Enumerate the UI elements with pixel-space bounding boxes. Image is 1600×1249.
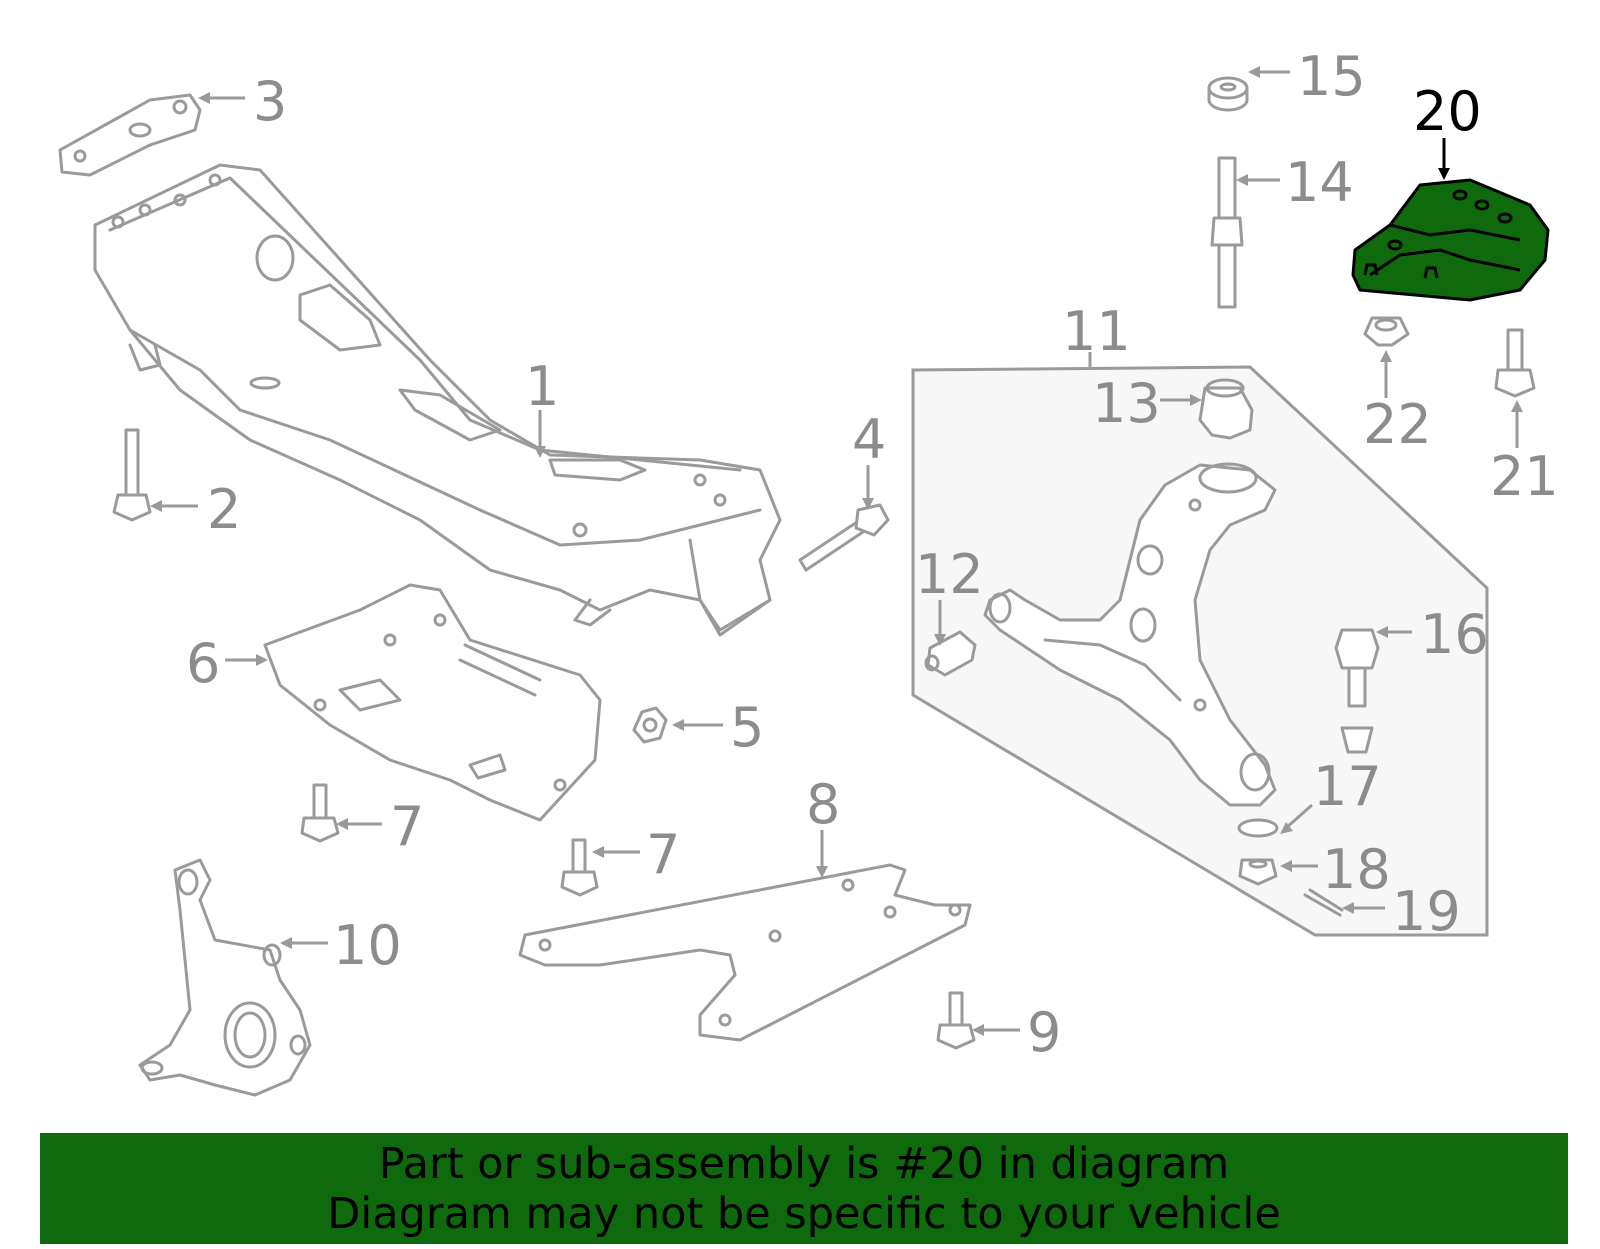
callout-19: 19 xyxy=(1392,880,1461,943)
callout-15: 15 xyxy=(1297,45,1366,108)
part-10-knuckle xyxy=(138,858,312,1097)
callout-10: 10 xyxy=(333,914,402,977)
part-16-ball-joint xyxy=(1334,628,1380,754)
part-1-crossmember xyxy=(93,163,782,637)
callout-1: 1 xyxy=(525,355,559,418)
callout-12: 12 xyxy=(915,543,984,606)
callout-16: 16 xyxy=(1420,603,1489,666)
callout-labels: 3 1 2 4 6 5 7 7 8 9 10 11 12 13 14 15 16… xyxy=(186,45,1559,1064)
part-12-bushing xyxy=(924,630,977,677)
callout-14: 14 xyxy=(1285,151,1354,214)
part-11-control-arm xyxy=(983,462,1277,807)
part-3-plate xyxy=(58,93,202,177)
callout-3: 3 xyxy=(253,70,287,133)
part-7-bolt-a xyxy=(300,783,340,843)
part-14-stud xyxy=(1210,156,1244,309)
footer-line-1: Part or sub-assembly is #20 in diagram xyxy=(378,1139,1230,1189)
part-5-nut xyxy=(632,706,668,744)
part-20-highlighted xyxy=(1351,178,1550,302)
footer-line-2: Diagram may not be specific to your vehi… xyxy=(327,1189,1281,1239)
callout-9: 9 xyxy=(1027,1001,1061,1064)
part-6-shield xyxy=(263,583,602,822)
part-18-nut xyxy=(1238,858,1278,886)
part-19-cotter-pin xyxy=(1303,888,1344,917)
callout-8: 8 xyxy=(806,773,840,836)
callout-18: 18 xyxy=(1322,838,1391,901)
callout-2: 2 xyxy=(207,478,241,541)
callout-4: 4 xyxy=(852,408,886,471)
part-2-bolt xyxy=(112,428,152,522)
callout-6: 6 xyxy=(186,632,220,695)
part-13-bushing xyxy=(1198,378,1254,440)
callout-7a: 7 xyxy=(390,795,424,858)
callout-20: 20 xyxy=(1413,80,1482,143)
callout-21: 21 xyxy=(1490,445,1559,508)
footer-banner: Part or sub-assembly is #20 in diagram D… xyxy=(40,1133,1568,1244)
callout-7b: 7 xyxy=(646,823,680,886)
part-8-brace xyxy=(518,863,972,1042)
part-9-bolt xyxy=(936,991,976,1050)
part-15-washer xyxy=(1207,76,1249,112)
callout-13: 13 xyxy=(1092,372,1161,435)
callout-11: 11 xyxy=(1062,300,1131,363)
callout-22: 22 xyxy=(1363,393,1432,456)
callout-5: 5 xyxy=(730,696,764,759)
part-22-nut xyxy=(1363,316,1410,347)
part-4-bolt xyxy=(798,503,890,572)
part-21-bolt xyxy=(1494,328,1536,398)
part-17-washer xyxy=(1237,818,1279,838)
callout-17: 17 xyxy=(1313,755,1382,818)
part-7-bolt-b xyxy=(560,838,599,897)
leader-lines xyxy=(150,66,1523,1036)
